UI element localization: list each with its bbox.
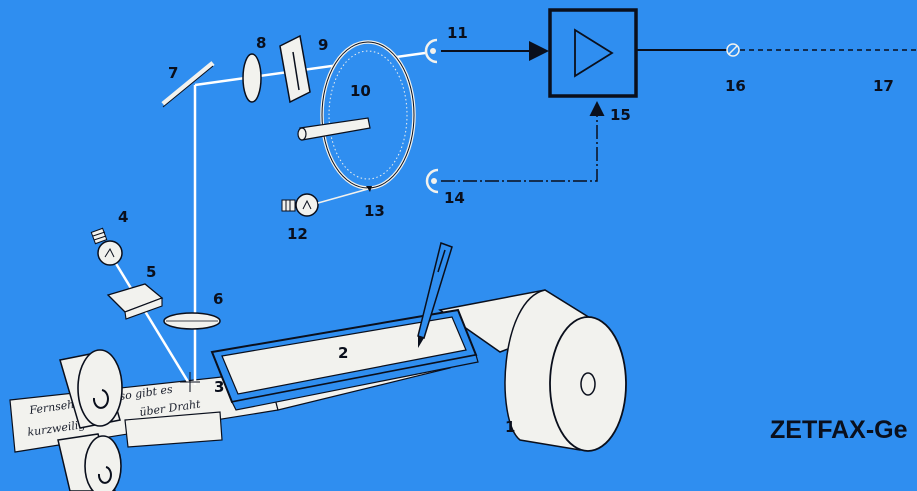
lamp-bulb-icon-lower	[281, 193, 319, 217]
label-10: 10	[350, 82, 371, 100]
lower-roller	[57, 433, 122, 491]
label-8: 8	[256, 34, 266, 52]
output-terminal	[726, 43, 740, 57]
slit-aperture	[279, 34, 311, 104]
writing-tablet	[210, 308, 479, 411]
paper-roll	[438, 289, 627, 452]
mirror	[161, 61, 215, 106]
upper-roller	[59, 349, 123, 429]
label-12: 12	[287, 225, 308, 243]
condenser-lens	[106, 283, 164, 320]
label-17: 17	[873, 77, 894, 95]
label-2: 2	[338, 344, 348, 362]
amplifier	[548, 8, 638, 98]
label-7: 7	[168, 64, 178, 82]
label-1: 1	[505, 418, 515, 436]
scan-point	[180, 372, 200, 392]
photocell-lower	[425, 168, 439, 194]
base-plate	[124, 411, 223, 448]
lamp-beam-lower	[317, 188, 369, 204]
label-16: 16	[725, 77, 746, 95]
label-14: 14	[444, 189, 465, 207]
pen-icon	[417, 242, 453, 348]
label-9: 9	[318, 36, 328, 54]
label-5: 5	[146, 263, 156, 281]
label-4: 4	[118, 208, 128, 226]
photocell-upper	[424, 38, 438, 64]
label-3: 3	[214, 378, 224, 396]
caption: ZETFAX-Ge	[770, 416, 908, 444]
label-15: 15	[610, 106, 631, 124]
lamp-bulb-icon	[90, 227, 123, 266]
label-13: 13	[364, 202, 385, 220]
label-6: 6	[213, 290, 223, 308]
lens-lower	[163, 312, 221, 330]
label-11: 11	[447, 24, 468, 42]
sync-wire-lower	[441, 101, 605, 182]
rotating-disk	[297, 40, 416, 192]
lens-upper	[242, 53, 262, 103]
